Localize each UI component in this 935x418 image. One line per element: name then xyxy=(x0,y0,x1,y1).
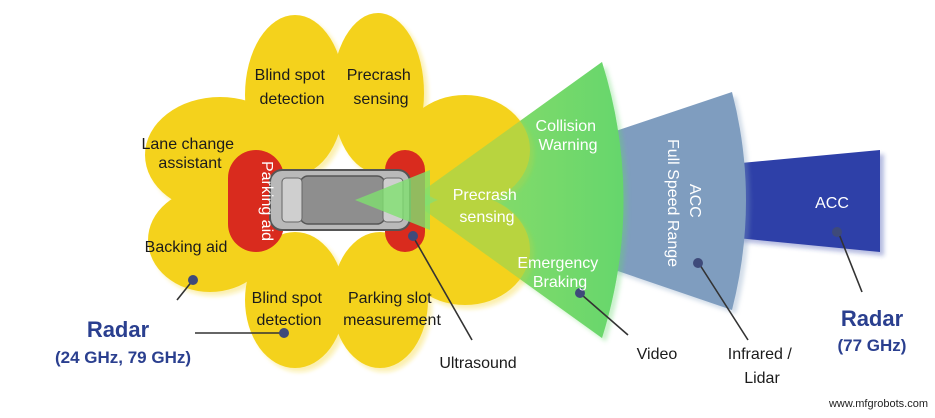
front-right-bottom-zone xyxy=(400,195,530,305)
lane-change-label: Lane change assistant xyxy=(142,136,239,172)
video-zone xyxy=(410,62,624,338)
parking-slot-label: Parking slot measurement xyxy=(343,290,441,329)
pointer-lines xyxy=(176,227,863,341)
precrash-center-zone xyxy=(355,170,430,230)
parking-aid-rear-zone xyxy=(228,150,284,252)
acc-full-speed-label: ACC Full Speed Range xyxy=(664,139,703,267)
precrash-center-label: Precrash sensing xyxy=(453,187,521,226)
blind-spot-top-label: Blind spot detection xyxy=(255,67,330,108)
collision-warning-label: Collision Warning xyxy=(536,118,601,154)
front-right-top-zone xyxy=(400,95,530,205)
video-overlay xyxy=(410,62,624,338)
radar-right-label: Radar xyxy=(841,306,904,331)
ultrasound-label: Ultrasound xyxy=(439,355,516,372)
watermark: www.mfgrobots.com xyxy=(828,398,928,410)
precrash-top-label: Precrash sensing xyxy=(347,67,415,108)
video-label: Video xyxy=(637,346,678,363)
infrared-lidar-label: Infrared / Lidar xyxy=(728,346,796,387)
blind-spot-bottom-zone xyxy=(245,232,345,368)
precrash-top-zone xyxy=(332,13,424,173)
radar-right-freq-label: (77 GHz) xyxy=(838,336,907,355)
acc-label: ACC xyxy=(815,195,849,212)
blind-spot-bottom-label: Blind spot detection xyxy=(252,290,327,329)
parking-aid-label: Parking aid xyxy=(258,161,275,241)
emergency-braking-label: Emergency Braking xyxy=(517,255,602,291)
short-range-zones xyxy=(145,13,530,368)
radar-left-label: Radar xyxy=(87,317,150,342)
backing-aid-label: Backing aid xyxy=(145,239,228,256)
radar-left-freq-label: (24 GHz, 79 GHz) xyxy=(55,348,191,367)
